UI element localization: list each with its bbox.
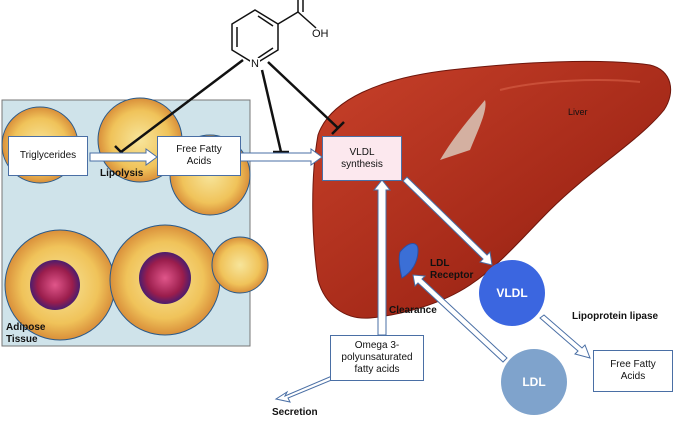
ldl-receptor-line2: Receptor	[430, 270, 474, 281]
triglycerides-box: Triglycerides	[8, 136, 88, 176]
ffa-bottom-line1: Free Fatty	[610, 359, 656, 370]
omega-3-box: Omega 3- polyunsaturated fatty acids	[330, 335, 424, 381]
omega-line3: fatty acids	[354, 364, 400, 375]
liver-label: Liver	[568, 107, 588, 117]
ffa-top-line1: Free Fatty	[176, 144, 222, 155]
ldl-circle-label: LDL	[522, 375, 546, 389]
adipose-label-line2: Tissue	[6, 334, 38, 345]
omega-line2: polyunsaturated	[341, 352, 413, 363]
n-label: N	[250, 58, 260, 70]
secretion-label: Secretion	[272, 407, 318, 418]
lipolysis-label: Lipolysis	[100, 168, 144, 179]
ldl-receptor-line1: LDL	[430, 258, 450, 269]
lipoprotein-lipase-label: Lipoprotein lipase	[572, 311, 659, 322]
vldl-synthesis-line1: VLDL	[349, 146, 375, 158]
clearance-label: Clearance	[389, 305, 437, 316]
ldl-receptor-shape	[398, 243, 419, 279]
free-fatty-acids-top-box: Free Fatty Acids	[157, 136, 241, 176]
vldl-synthesis-line2: synthesis	[341, 158, 383, 170]
pathway-arrows	[89, 148, 591, 403]
inhibition-lines	[114, 59, 345, 159]
omega-line1: Omega 3-	[354, 340, 400, 351]
oh-label: OH	[312, 28, 329, 40]
adipose-label-line1: Adipose	[6, 322, 46, 333]
vldl-circle	[479, 260, 545, 326]
nicotinic-acid-molecule	[231, 0, 317, 65]
ffa-top-line2: Acids	[186, 156, 212, 167]
free-fatty-acids-bottom-box: Free Fatty Acids	[593, 350, 673, 392]
vldl-circle-label: VLDL	[496, 286, 528, 300]
ffa-bottom-line2: Acids	[620, 371, 646, 382]
triglycerides-text: Triglycerides	[19, 150, 77, 161]
ldl-circle	[501, 349, 567, 415]
vldl-synthesis-box: VLDL synthesis	[322, 136, 402, 181]
